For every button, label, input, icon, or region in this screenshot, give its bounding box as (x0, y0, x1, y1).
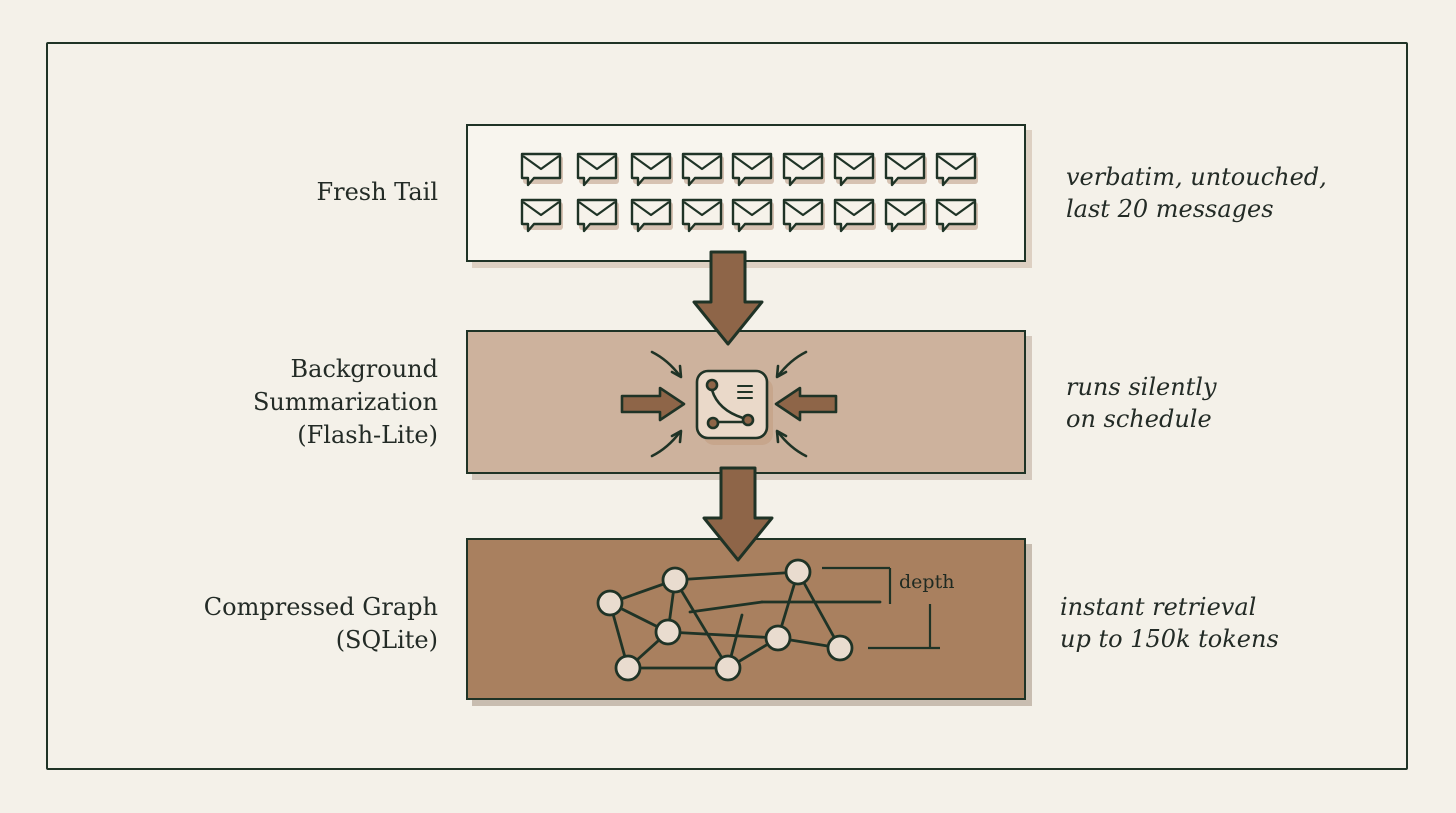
compressed-graph-box (466, 538, 1026, 700)
background-summarization-note: runs silently on schedule (1066, 373, 1217, 433)
down-arrow-icon (702, 466, 774, 562)
depth-bracket (822, 566, 940, 650)
envelope-grid-icon (520, 152, 980, 233)
compress-merge-icon (620, 350, 838, 458)
depth-annotation: depth (899, 571, 955, 593)
node-graph-icon (596, 558, 882, 682)
compressed-graph-label: Compressed Graph (SQLite) (203, 593, 438, 654)
fresh-tail-note: verbatim, untouched, last 20 messages (1066, 163, 1327, 223)
fresh-tail-label: Fresh Tail (316, 178, 438, 206)
compressed-graph-note: instant retrieval up to 150k tokens (1060, 593, 1279, 653)
background-summarization-label: Background Summarization (Flash-Lite) (252, 355, 438, 449)
diagram-frame (46, 42, 1408, 770)
down-arrow-icon (692, 250, 764, 346)
